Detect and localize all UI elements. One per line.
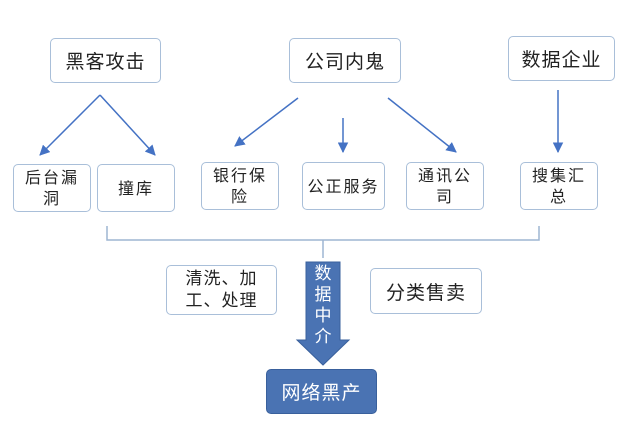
arrow-hacker-to-credential-stuffing <box>99 94 156 156</box>
arrow-insider-to-telecom-company <box>387 97 457 153</box>
merge-bracket <box>106 226 540 241</box>
method-telecom-company: 通讯公司 <box>406 162 484 210</box>
destination-label: 网络黑产 <box>281 382 362 404</box>
process-clean-process: 清洗、加工、处理 <box>166 265 277 315</box>
method-notary-services-label: 公正服务 <box>307 176 380 196</box>
flow-arrow <box>295 261 351 366</box>
arrow-insider-to-bank-insurance <box>234 97 299 147</box>
method-backend-leak-label: 后台漏洞 <box>24 168 79 208</box>
arrow-hacker-to-backend-leak <box>39 94 101 156</box>
flow-label-data-broker: 数据中介 <box>314 264 332 347</box>
source-company-insider-label: 公司内鬼 <box>304 51 385 73</box>
method-collect-summarize: 搜集汇总 <box>520 162 598 210</box>
process-categorize-sell-label: 分类售卖 <box>385 281 466 304</box>
method-collect-summarize-label: 搜集汇总 <box>531 166 586 206</box>
destination-online-black-market: 网络黑产 <box>266 369 377 414</box>
method-bank-insurance: 银行保险 <box>201 162 279 210</box>
method-notary-services: 公正服务 <box>302 162 385 210</box>
source-hacker-attack-label: 黑客攻击 <box>65 51 146 73</box>
process-categorize-sell: 分类售卖 <box>370 268 482 314</box>
method-credential-stuffing-label: 撞库 <box>117 178 154 198</box>
method-bank-insurance-label: 银行保险 <box>212 166 267 206</box>
process-clean-process-label: 清洗、加工、处理 <box>185 269 258 311</box>
method-credential-stuffing: 撞库 <box>97 164 175 212</box>
method-telecom-company-label: 通讯公司 <box>417 166 472 206</box>
source-data-enterprise: 数据企业 <box>508 36 615 81</box>
method-backend-leak: 后台漏洞 <box>13 164 91 212</box>
source-data-enterprise-label: 数据企业 <box>521 49 602 71</box>
source-company-insider: 公司内鬼 <box>289 38 401 83</box>
source-hacker-attack: 黑客攻击 <box>50 38 161 83</box>
